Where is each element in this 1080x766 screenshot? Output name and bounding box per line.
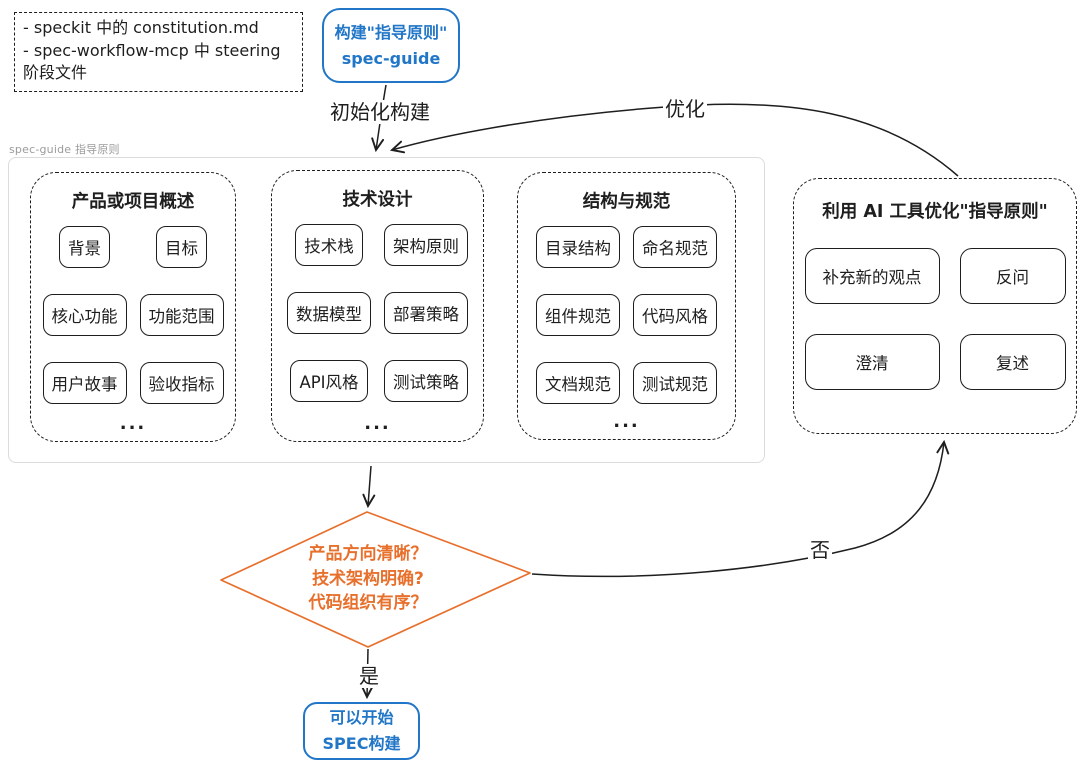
reference-note: - speckit 中的 constitution.md - spec-work… xyxy=(14,12,303,92)
guide-item: 测试规范 xyxy=(633,362,717,404)
guide-item: 验收指标 xyxy=(139,362,224,404)
guide-item: 核心功能 xyxy=(42,294,127,336)
guide-item: 用户故事 xyxy=(42,362,127,404)
guide-item: 技术栈 xyxy=(295,224,363,266)
start-spec-node-line: 可以开始 xyxy=(329,708,394,728)
guide-item: 文档规范 xyxy=(536,362,620,404)
guide-column-title: 结构与规范 xyxy=(582,192,671,212)
decision-text: 产品方向清晰？ 技术架构明确? 代码组织有序？ xyxy=(268,542,468,616)
ellipsis: ... xyxy=(613,411,640,432)
no-label: 否 xyxy=(808,538,832,562)
guide-column-grid: 技术栈 架构原则 数据模型 部署策略 API风格 测试策略 xyxy=(287,224,468,402)
ai-item: 澄清 xyxy=(804,334,940,390)
guide-item: 组件规范 xyxy=(536,294,620,336)
arrow-to-decision xyxy=(362,465,376,509)
ai-optimize-grid: 补充新的观点 反问 澄清 复述 xyxy=(804,248,1066,390)
decision-line: 技术架构明确? xyxy=(312,568,424,589)
guide-column-tech: 技术设计 技术栈 架构原则 数据模型 部署策略 API风格 测试策略 ... xyxy=(271,170,484,442)
guide-container-label: spec-guide 指导原则 xyxy=(9,143,120,156)
decision-diamond xyxy=(220,511,531,648)
decision-line: 产品方向清晰？ xyxy=(308,544,428,564)
guide-column-title: 技术设计 xyxy=(342,190,413,210)
ai-item: 反问 xyxy=(959,248,1066,304)
guide-item: 背景 xyxy=(59,226,110,268)
ai-item: 复述 xyxy=(959,334,1066,390)
ai-optimize-box: 利用 AI 工具优化"指导原则" 补充新的观点 反问 澄清 复述 xyxy=(793,178,1077,434)
optimize-label: 优化 xyxy=(663,97,707,121)
guide-column-product: 产品或项目概述 背景 目标 核心功能 功能范围 用户故事 验收指标 ... xyxy=(30,172,236,442)
note-line: - spec-workflow-mcp 中 steering xyxy=(23,40,281,60)
guide-container xyxy=(8,157,765,463)
guide-item: 部署策略 xyxy=(384,292,468,334)
guide-item: 功能范围 xyxy=(139,294,224,336)
guide-item: 数据模型 xyxy=(287,292,371,334)
guide-column-structure: 结构与规范 目录结构 命名规范 组件规范 代码风格 文档规范 测试规范 ... xyxy=(517,172,736,440)
decision-line: 代码组织有序？ xyxy=(308,593,428,614)
guide-column-grid: 背景 目标 核心功能 功能范围 用户故事 验收指标 xyxy=(42,226,224,404)
ai-optimize-title: 利用 AI 工具优化"指导原则" xyxy=(822,202,1048,222)
ai-item: 补充新的观点 xyxy=(804,248,940,304)
init-build-label: 初始化构建 xyxy=(328,100,432,124)
ellipsis: ... xyxy=(364,413,391,434)
build-guide-node-line: 构建"指导原则" xyxy=(334,22,448,42)
start-spec-node-line: SPEC构建 xyxy=(322,734,401,753)
build-guide-node-line: spec-guide xyxy=(341,48,441,68)
guide-item: API风格 xyxy=(290,360,368,402)
start-spec-node: 可以开始 SPEC构建 xyxy=(303,702,420,760)
note-line: - speckit 中的 constitution.md xyxy=(23,18,259,37)
guide-item: 目标 xyxy=(156,226,207,268)
ellipsis: ... xyxy=(119,413,147,434)
guide-item: 命名规范 xyxy=(633,226,717,268)
yes-label: 是 xyxy=(357,664,381,688)
guide-item: 架构原则 xyxy=(384,224,468,266)
note-line: 阶段文件 xyxy=(23,63,88,83)
guide-item: 代码风格 xyxy=(633,294,717,336)
guide-column-title: 产品或项目概述 xyxy=(71,192,195,212)
guide-item: 测试策略 xyxy=(384,360,468,402)
build-guide-node: 构建"指导原则" spec-guide xyxy=(322,8,460,83)
guide-item: 目录结构 xyxy=(536,226,620,268)
guide-column-grid: 目录结构 命名规范 组件规范 代码风格 文档规范 测试规范 xyxy=(536,226,717,404)
